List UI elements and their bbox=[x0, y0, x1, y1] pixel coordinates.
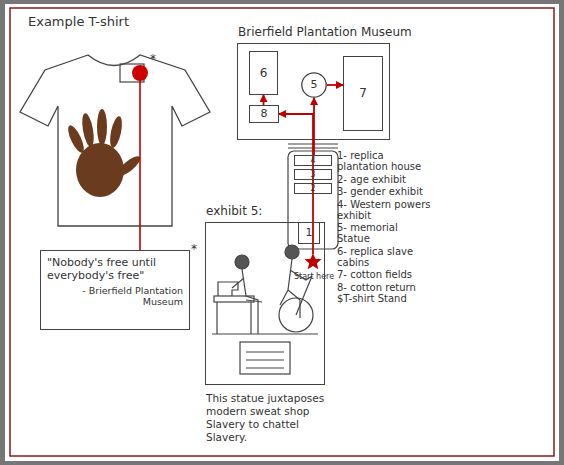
stand-box: 8 bbox=[249, 105, 279, 123]
key-column: 1- replica plantation house 2- age exhibi… bbox=[337, 150, 433, 305]
key-entry: 7- cotton fields bbox=[337, 269, 433, 280]
building-outline: Brierfield Plantation Museum6578 bbox=[237, 43, 390, 140]
route-arrow bbox=[279, 114, 313, 155]
house-box: 1 bbox=[298, 222, 320, 244]
exhibit-box: 3 bbox=[294, 169, 332, 180]
bicycle-frame bbox=[296, 276, 312, 315]
tshirt-outline bbox=[20, 55, 210, 226]
route-arrow bbox=[327, 84, 343, 86]
cabin-box: 6 bbox=[249, 51, 278, 95]
statue-drawing bbox=[212, 245, 318, 374]
exhibit-box: 2 bbox=[294, 183, 332, 194]
key-entry: 1- replica plantation house bbox=[337, 150, 433, 172]
node-heading: Brierfield Plantation Museum bbox=[238, 25, 412, 39]
node-text: 4 bbox=[310, 156, 315, 165]
asterisk: * bbox=[150, 52, 156, 66]
route-arrow bbox=[313, 98, 315, 155]
exhibit-box: 4 bbox=[294, 155, 332, 166]
asterisk: * bbox=[191, 242, 197, 256]
plaque-line bbox=[246, 359, 284, 360]
node-text: 2 bbox=[310, 184, 315, 193]
hand-finger bbox=[97, 109, 107, 145]
paper-border bbox=[10, 8, 554, 456]
plaque-line bbox=[246, 351, 284, 352]
worker-body bbox=[232, 269, 262, 334]
leader-line bbox=[139, 73, 141, 250]
rider-head bbox=[285, 245, 299, 259]
key-entry: 6- replica slave cabins bbox=[337, 246, 433, 268]
node-text: 1 bbox=[306, 227, 313, 239]
node-caption: This statue juxtaposes modern sweat shop… bbox=[206, 392, 338, 444]
statue-circle: 5 bbox=[301, 72, 327, 98]
route-arrow bbox=[263, 95, 265, 105]
start-star bbox=[304, 253, 321, 269]
node-heading: exhibit 5: bbox=[206, 204, 262, 218]
plaque-line bbox=[246, 367, 284, 368]
paper bbox=[5, 4, 559, 461]
hand-thumb bbox=[115, 153, 143, 179]
red-dot bbox=[132, 65, 148, 81]
hand-finger bbox=[108, 115, 124, 148]
handprint bbox=[65, 109, 143, 197]
hand-finger bbox=[80, 112, 96, 147]
node-text: "Nobody's free until everybody's free" bbox=[41, 251, 189, 282]
key-entry: 8- cotton return $T-shirt Stand bbox=[337, 282, 433, 304]
circle-shape bbox=[302, 73, 326, 97]
start-label: Start here bbox=[294, 272, 334, 281]
table-leg bbox=[216, 302, 217, 334]
pedestal-line bbox=[212, 333, 318, 334]
node-text: 3 bbox=[310, 170, 315, 179]
section-heading: Example T-shirt bbox=[28, 14, 129, 29]
node-text: 7 bbox=[359, 87, 367, 100]
statue-frame: exhibit 5:This statue juxtaposes modern … bbox=[205, 222, 325, 385]
rider-body bbox=[280, 259, 312, 318]
key-entry: 5- memorial Statue bbox=[337, 222, 433, 244]
key-entry: 2- age exhibit bbox=[337, 174, 433, 185]
worker-head bbox=[235, 255, 249, 269]
table-leg bbox=[250, 302, 251, 334]
sewing-machine bbox=[218, 282, 238, 296]
quote-box: "Nobody's free until everybody's free"- … bbox=[40, 250, 190, 330]
node-text: 5 bbox=[311, 79, 318, 91]
field-box: 7 bbox=[343, 56, 383, 131]
doorway-line bbox=[288, 143, 338, 144]
key-entry: 3- gender exhibit bbox=[337, 186, 433, 197]
node-text: - Brierfield Plantation Museum bbox=[41, 282, 189, 307]
doorway-line bbox=[288, 147, 338, 148]
key-entry: 4- Western powers exhibit bbox=[337, 199, 433, 221]
node-text: 6 bbox=[260, 67, 268, 80]
plaque bbox=[240, 342, 290, 374]
node-text: 8 bbox=[261, 108, 268, 120]
